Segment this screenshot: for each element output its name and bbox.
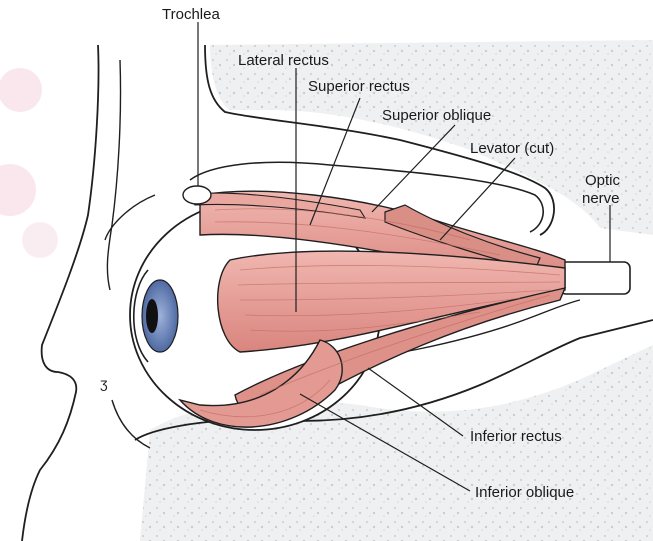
label-lateral-rectus: Lateral rectus	[238, 52, 329, 69]
label-trochlea: Trochlea	[162, 6, 220, 23]
label-superior-rectus: Superior rectus	[308, 78, 410, 95]
label-optic-nerve-line1: Optic	[585, 172, 620, 189]
label-inferior-rectus: Inferior rectus	[470, 428, 562, 445]
pupil	[146, 299, 158, 333]
label-superior-oblique: Superior oblique	[382, 107, 491, 124]
watermark-flowers	[0, 68, 58, 258]
label-levator-cut: Levator (cut)	[470, 140, 554, 157]
lower-eyelid-outline	[112, 400, 150, 448]
nose-bridge-line	[107, 60, 120, 290]
optic-nerve	[560, 262, 630, 294]
label-inferior-oblique: Inferior oblique	[475, 484, 574, 501]
cheek-mark: ʒ	[100, 375, 108, 391]
label-optic-nerve-line2: nerve	[582, 190, 620, 207]
face-profile	[22, 45, 99, 541]
trochlea	[183, 186, 211, 204]
